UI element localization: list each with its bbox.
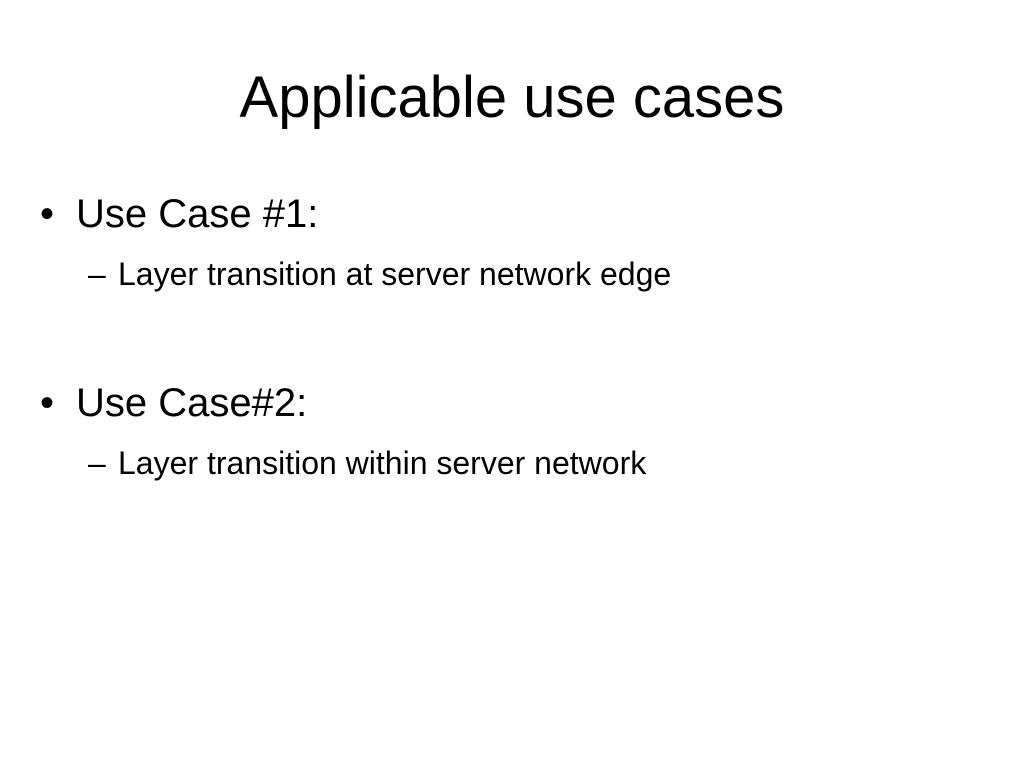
bullet-use-case-2: • Use Case#2: bbox=[40, 379, 307, 427]
slide-title: Applicable use cases bbox=[239, 65, 785, 130]
sub-bullet-label: Layer transition at server network edge bbox=[118, 256, 672, 292]
bullet-marker: • bbox=[40, 381, 55, 425]
bullet-use-case-1: • Use Case #1: bbox=[40, 190, 318, 238]
sub-bullet-marker: – bbox=[88, 445, 106, 481]
sub-bullet-use-case-1: –Layer transition at server network edge bbox=[88, 254, 671, 294]
bullet-marker: • bbox=[40, 192, 55, 236]
sub-bullet-use-case-2: –Layer transition within server network bbox=[88, 443, 646, 483]
sub-bullet-marker: – bbox=[88, 256, 106, 292]
sub-bullet-label: Layer transition within server network bbox=[118, 445, 647, 481]
bullet-label: Use Case#2: bbox=[76, 381, 308, 425]
bullet-label: Use Case #1: bbox=[76, 192, 319, 236]
